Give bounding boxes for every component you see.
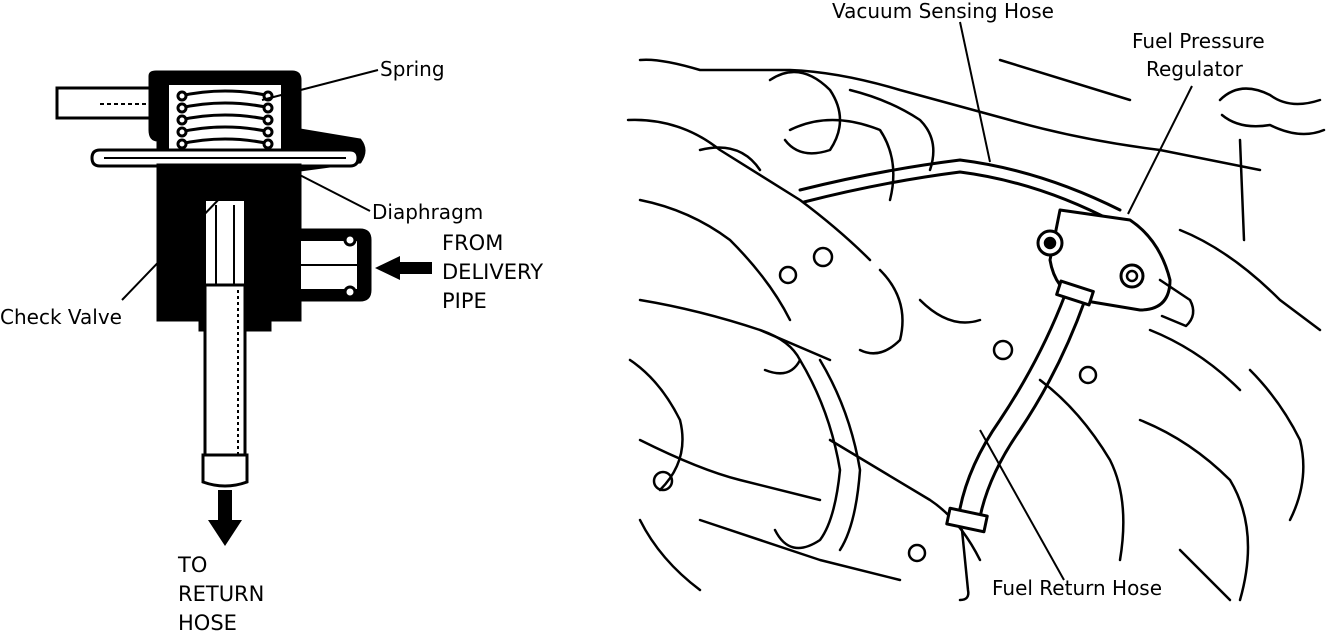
check-valve-label: Check Valve [0,305,122,329]
engine-bay-illustration [626,58,1326,602]
from-label-line1: FROM [442,231,503,255]
spring-label: Spring [380,57,445,81]
from-label-line2: DELIVERY [442,260,543,284]
vacuum-sensing-hose-label: Vacuum Sensing Hose [832,0,1054,23]
diaphragm-label: Diaphragm [372,200,483,224]
fuel-return-hose [956,293,1067,522]
left-leader-lines [121,69,379,301]
to-label-line1: TO [177,553,207,577]
regulator-cross-section [55,70,372,488]
to-label-line2: RETURN [178,582,264,606]
vacuum-sensing-hose [798,158,1122,212]
inflow-arrow [375,256,432,280]
from-label-line3: PIPE [442,289,487,313]
regulator-label-line1: Fuel Pressure [1132,29,1265,53]
to-label-line3: HOSE [178,611,237,632]
regulator-label-line2: Regulator [1146,57,1244,81]
outflow-arrow [208,490,242,546]
spring-coils [176,89,274,150]
fuel-return-hose-label: Fuel Return Hose [992,576,1162,600]
right-leader-lines [959,21,1193,581]
